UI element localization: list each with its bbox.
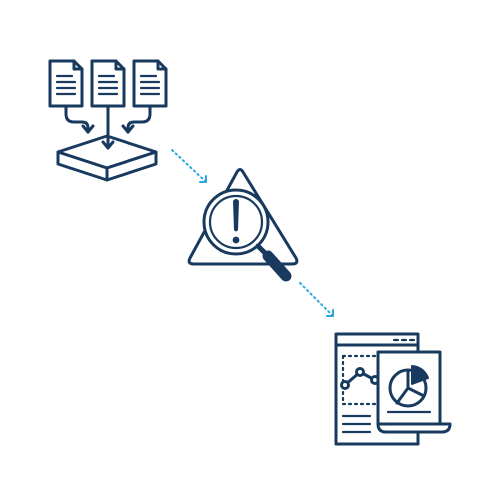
magnifier-handle-icon [262,250,292,282]
chart-point [355,367,365,377]
warning-magnifier-icon [187,168,299,282]
pie-chart-icon [388,365,429,408]
tray-icon [56,134,158,182]
document-icon [48,59,84,108]
document-icon [132,59,168,108]
exclamation-icon [233,199,239,232]
connector-arrow-2 [299,282,334,317]
dashboard-report-icon [334,332,452,446]
documents-into-tray-icon [48,59,168,182]
document-icon [90,59,126,108]
report-sheet-icon [376,350,452,434]
chart-point [340,380,350,390]
down-arrow-icon [64,104,152,150]
connector-arrow-1 [171,149,207,183]
